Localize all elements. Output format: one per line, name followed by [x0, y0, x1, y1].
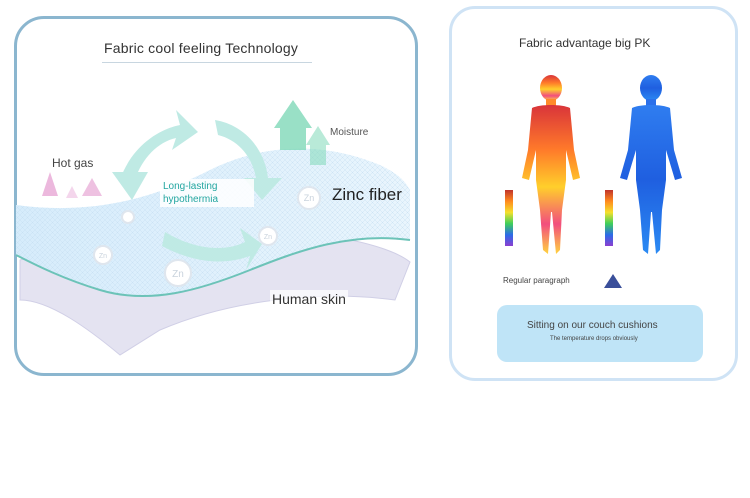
long-lasting-label: Long-lasting hypothermia [160, 179, 254, 207]
panel-title: Fabric advantage big PK [519, 36, 651, 50]
hot-gas-icon [42, 172, 102, 198]
thermal-body-hot [522, 75, 580, 254]
zn-label: Zn [172, 269, 184, 280]
thermal-body-cool [620, 75, 682, 254]
hot-gas-label: Hot gas [52, 156, 94, 170]
zn-label: Zn [304, 193, 315, 203]
moisture-label: Moisture [330, 127, 369, 138]
temperature-scale-icon [605, 190, 613, 246]
cooling-cycle-arrows-icon [112, 110, 282, 270]
regular-paragraph-label: Regular paragraph [503, 276, 570, 285]
temperature-scale-icon [505, 190, 513, 246]
zn-label: Zn [264, 234, 272, 241]
cushion-info-subtitle: The temperature drops obviously [550, 336, 638, 342]
zinc-fiber-label: Zinc fiber [332, 185, 402, 204]
zn-label: Zn [99, 253, 107, 260]
title-divider [102, 62, 312, 63]
panel-title: Fabric cool feeling Technology [104, 40, 299, 56]
triangle-marker-icon [604, 274, 622, 288]
cushion-info-box [497, 305, 703, 362]
zinc-particle-icon [93, 186, 321, 287]
moisture-arrow-icon [274, 100, 330, 165]
cushion-info-title: Sitting on our couch cushions [527, 320, 658, 331]
human-skin-label: Human skin [270, 290, 348, 308]
